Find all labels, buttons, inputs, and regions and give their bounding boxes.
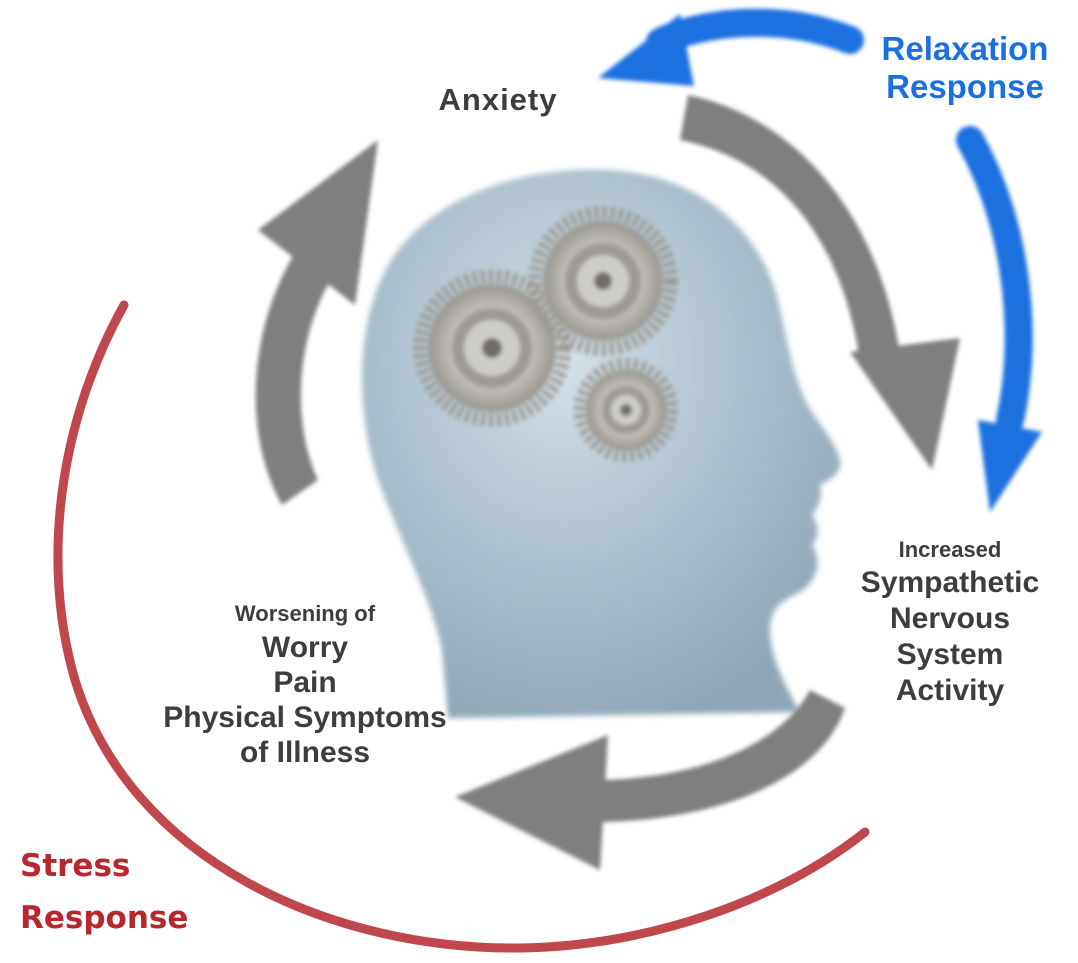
sympathetic-line-1: Increased: [830, 535, 1070, 565]
sympathetic-line-3: Nervous: [830, 601, 1070, 637]
cycle-arrowhead: [850, 338, 960, 470]
relaxation-line-2: Response: [855, 68, 1075, 106]
worsening-line-5: of Illness: [125, 735, 485, 770]
worsening-line-4: Physical Symptoms: [125, 700, 485, 735]
stress-response-label: Stress Response: [20, 840, 240, 944]
stress-line-1: Stress: [20, 840, 240, 892]
anxiety-label: Anxiety: [398, 82, 598, 118]
sympathetic-line-5: Activity: [830, 673, 1070, 709]
worsening-line-1: Worsening of: [125, 598, 485, 630]
worsening-line-2: Worry: [125, 630, 485, 665]
sympathetic-line-2: Sympathetic: [830, 565, 1070, 601]
relaxation-line-1: Relaxation: [855, 30, 1075, 68]
cycle-arrow-worsening-to-anxiety: [256, 245, 338, 505]
relaxation-arrowhead: [598, 14, 694, 86]
worsening-label: Worsening of Worry Pain Physical Symptom…: [125, 598, 485, 770]
worsening-line-3: Pain: [125, 665, 485, 700]
sympathetic-activity-label: Increased Sympathetic Nervous System Act…: [830, 535, 1070, 709]
stress-line-2: Response: [20, 892, 240, 944]
relaxation-response-label: Relaxation Response: [855, 30, 1075, 106]
relaxation-arrowhead: [978, 420, 1042, 512]
sympathetic-line-4: System: [830, 637, 1070, 673]
